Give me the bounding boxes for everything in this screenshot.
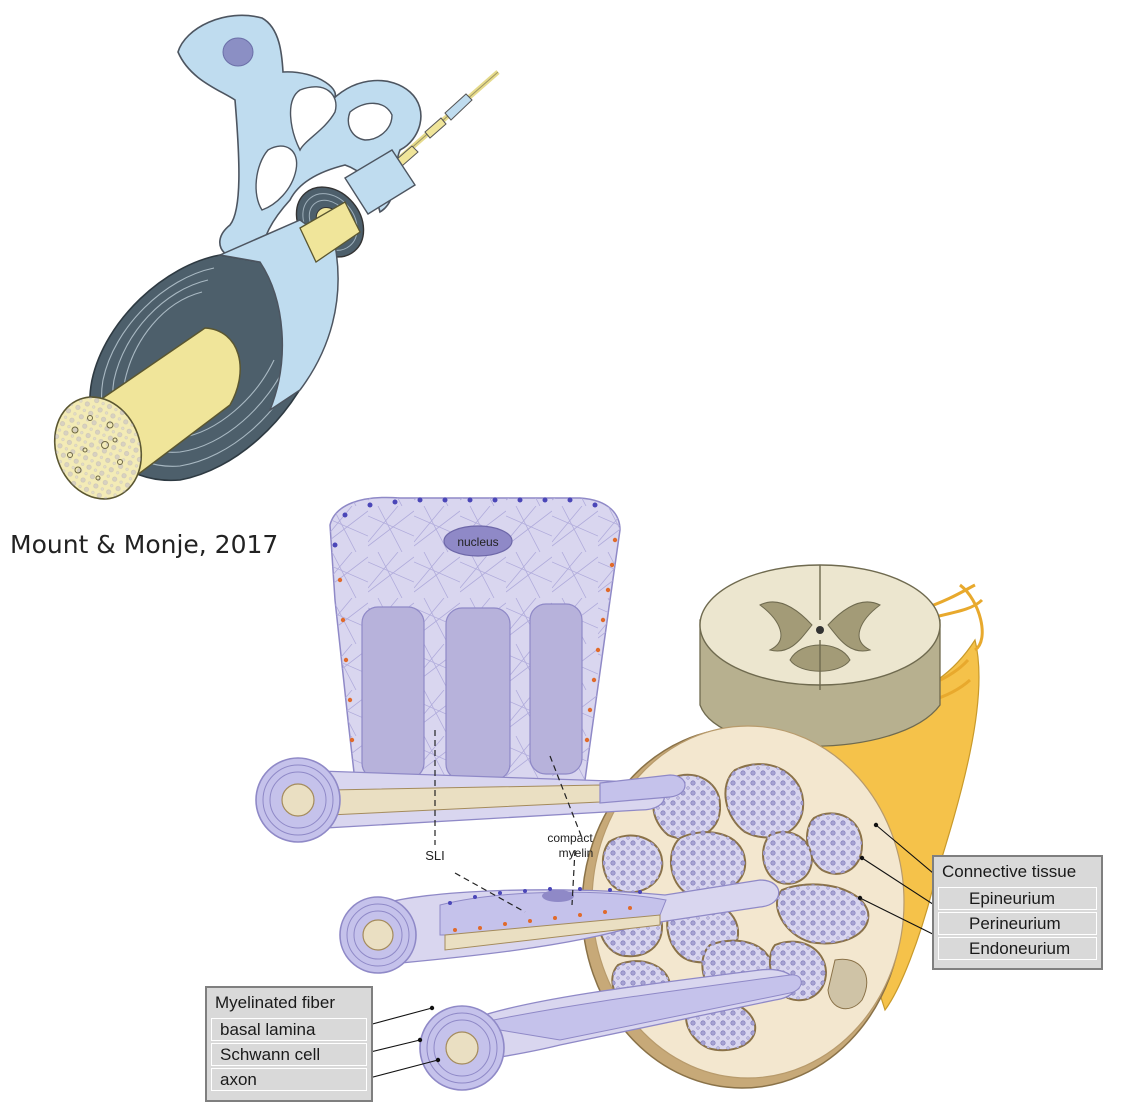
myelinated-fiber-lower (419, 968, 802, 1091)
legend-item-schwann-cell: Schwann cell (211, 1043, 367, 1066)
legend-title: Myelinated fiber (215, 993, 336, 1012)
legend-item-endoneurium: Endoneurium (938, 937, 1097, 960)
sli-label: SLI (425, 848, 445, 863)
unrolled-schwann-cell (329, 496, 621, 792)
compact-myelin-label-line2: myelin (559, 846, 594, 860)
nucleus (443, 525, 513, 557)
nucleus-label: nucleus (457, 535, 498, 549)
myelinated-fiber-upper (255, 757, 686, 843)
legend-item-epineurium: Epineurium (938, 887, 1097, 910)
cytoplasmic-channel (529, 603, 583, 775)
connective-tissue-legend: Connective tissue Epineurium Perineurium… (932, 855, 1103, 970)
myelinated-fiber-legend: Myelinated fiber basal lamina Schwann ce… (205, 986, 373, 1102)
pointer-lines (434, 730, 583, 913)
compact-myelin-label-line1: compact (547, 831, 593, 845)
legend-title: Connective tissue (942, 862, 1077, 881)
legend-item-perineurium: Perineurium (938, 912, 1097, 935)
legend-item-axon: axon (211, 1068, 367, 1091)
cytoplasmic-channel (361, 606, 425, 780)
schwann-nucleus (222, 37, 254, 67)
myelinated-fiber-middle (339, 879, 780, 974)
legend-item-basal-lamina: basal lamina (211, 1018, 367, 1041)
citation: Mount & Monje, 2017 (10, 530, 279, 559)
spinal-cord (699, 564, 941, 747)
cytoplasmic-channel (445, 607, 511, 781)
schwann-cell-wrapping-drawing (53, 14, 500, 500)
